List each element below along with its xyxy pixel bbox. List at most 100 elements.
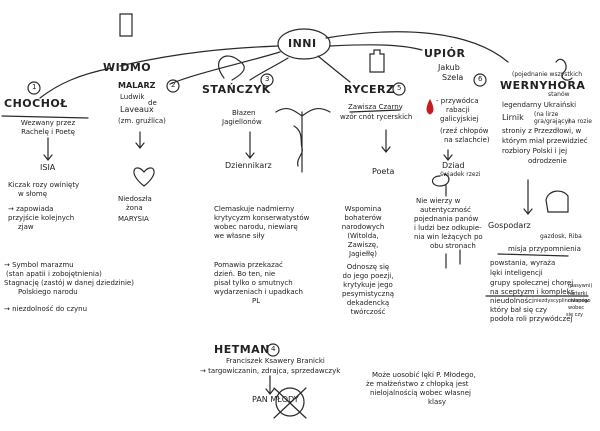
upior-n1: Nie wierzy w xyxy=(416,197,461,205)
arrow-wernyhora-gospodarz xyxy=(523,179,533,215)
stanczyk-number: 3 xyxy=(265,75,270,83)
wernyhora-l8: rozbiory Polski i jej xyxy=(502,147,568,155)
link-inni-wernyhora xyxy=(325,31,509,63)
rycerz-w3: narodowych xyxy=(341,223,385,231)
wernyhora-m2: lęki inteligencji xyxy=(490,269,543,277)
num-circle-6 xyxy=(473,73,487,87)
wernyhora-side3: rozterki xyxy=(568,291,588,297)
wernyhora-side5: wobec xyxy=(568,305,585,311)
malarz-l3: Laveaux xyxy=(120,105,154,114)
wernyhora-side4: chłopów xyxy=(568,298,589,304)
malarz-title: MALARZ xyxy=(118,81,156,90)
malarz-l2: de xyxy=(148,99,157,107)
wernyhora-l7: którym miał przewidzieć xyxy=(502,137,588,145)
rycerz-w1: Wspomina xyxy=(344,205,382,213)
upior-r3: galicyjskiej xyxy=(440,115,479,123)
hetman-l1: Franciszek Ksawery Branicki xyxy=(226,357,325,365)
center-label: INNI xyxy=(288,37,317,50)
num-circle-4 xyxy=(266,343,280,357)
wernyhora-side2: (pasywni) xyxy=(568,283,593,289)
upior-n2: autentyczność xyxy=(420,206,471,214)
hetman-m4: klasy xyxy=(428,398,447,406)
dziad-sub: świadek rzezi xyxy=(440,171,481,178)
dziennikarz-label: Dziennikarz xyxy=(225,161,272,170)
wernyhora-m1: powstania, wyraża xyxy=(490,259,556,267)
rycerz-number: 5 xyxy=(397,84,402,92)
stanczyk-q2: dzień. Bo ten, nie xyxy=(214,270,276,278)
gospodarz-sub: gazdosk, Riba xyxy=(540,233,582,240)
hetman-m1: Może uosobić lęki P. Młodego, xyxy=(372,371,476,379)
rycerz-o5: dekadencką xyxy=(346,299,390,307)
stanczyk-p4: we własne siły xyxy=(214,232,265,240)
wernyhora-m5: nieudolności xyxy=(490,297,534,305)
wernyhora-m6: który bał się czy xyxy=(490,306,548,314)
dziad-label: Dziad xyxy=(442,161,465,170)
wernyhora-mi: misja przypomnienia xyxy=(508,245,581,253)
chochol-number: 1 xyxy=(32,83,37,91)
malarz-d2: żona xyxy=(126,204,143,212)
upior-r5: na szlachcie) xyxy=(444,136,490,144)
link-inni-upior xyxy=(329,44,423,51)
wernyhora-l1: legendarny Ukraiński xyxy=(502,101,577,109)
flask-icon xyxy=(119,13,133,37)
hetman-m2: że małżeństwo z chłopką jest xyxy=(366,380,469,388)
malarz-l1: Ludwik xyxy=(120,93,145,101)
link-widmo-chochol xyxy=(39,67,113,99)
num-circle-3 xyxy=(260,73,274,87)
link-inni-widmo xyxy=(119,45,279,67)
arrow-chochol-isia xyxy=(43,137,53,161)
widmo-title: WIDMO xyxy=(103,61,152,74)
wernyhora-l2: Lirnik xyxy=(502,113,524,122)
chochol-z3: zjaw xyxy=(18,223,34,231)
chochol-z1: → zapowiada xyxy=(8,205,54,213)
chochol-title: CHOCHOŁ xyxy=(4,97,68,110)
chochol-k1: Kiczak rozy owinięty xyxy=(8,181,80,189)
chochol-y3: Stagnację (zastój w danej dziedzinie) xyxy=(4,279,134,287)
arrow-malarz-marysia xyxy=(135,131,145,149)
rycerz-z2: wzór cnót rycerskich xyxy=(340,113,413,121)
jester-shoe-icon xyxy=(217,55,245,81)
rycerz-w5: Zawiszę, xyxy=(347,241,379,249)
caduceus-icon xyxy=(275,108,331,173)
chochol-y1: → Symbol marazmu xyxy=(4,261,74,269)
wernyhora-side1: niezdyscyplinowanego xyxy=(534,298,591,304)
upior-n6: obu stronach xyxy=(430,242,476,250)
link-inni-stanczyk xyxy=(249,57,289,81)
crossed-ring-icon xyxy=(275,387,305,417)
rycerz-o3: krytykuje jego xyxy=(343,281,393,289)
chochol-k2: w słomę xyxy=(18,190,47,198)
stanczyk-q4: wydarzeniach i upadkach xyxy=(214,288,303,296)
arrow-rycerz-poeta xyxy=(381,129,391,153)
wernyhora-l4: gra/grający) xyxy=(534,118,571,125)
chochol-z2: przyjście kolejnych xyxy=(8,214,75,222)
num-circle-2 xyxy=(166,79,180,93)
upior-n4: i ludzi bez odkupie- xyxy=(414,224,482,232)
isia-label: ISIA xyxy=(40,163,56,172)
rycerz-w2: bohaterów xyxy=(344,214,382,222)
castle-icon xyxy=(369,49,385,73)
wernyhora-m7: podoła roli przywódczej xyxy=(490,315,573,323)
wernyhora-l3: (na lirze xyxy=(534,111,559,118)
wernyhora-p2: stanów xyxy=(548,91,570,98)
wernyhora-l6: stroniy z Przezdłowi, w xyxy=(502,127,582,135)
wernyhora-side6: się czy xyxy=(566,312,583,318)
spiral-icon xyxy=(431,173,450,187)
chochol-line-2: Rachelę i Poetę xyxy=(21,128,75,136)
rycerz-z1: Zawisza Czarny xyxy=(348,103,403,111)
malarz-l4: (zm. gruźlica) xyxy=(118,117,166,125)
chochol-line-1: Wezwany przez xyxy=(20,119,76,127)
chochol-y4: Polskiego narodu xyxy=(18,288,78,296)
upior-r2: rabacji xyxy=(446,106,470,114)
link-inni-malarz xyxy=(169,51,281,85)
rycerz-w4: (Witolda, xyxy=(347,232,379,240)
rycerz-o4: pesymistyczną xyxy=(341,290,395,298)
pan-mlody-label: PAN MŁODY xyxy=(252,395,299,404)
malarz-d1: Niedoszła xyxy=(118,195,152,203)
stanczyk-p1: Clemaskuje nadmierny xyxy=(214,205,295,213)
hetman-title: HETMAN xyxy=(214,343,270,356)
upior-title: UPIÓR xyxy=(424,47,466,60)
chochol-n1: → niezdolność do czynu xyxy=(4,305,88,313)
arrow-hetman-pan xyxy=(265,375,275,395)
